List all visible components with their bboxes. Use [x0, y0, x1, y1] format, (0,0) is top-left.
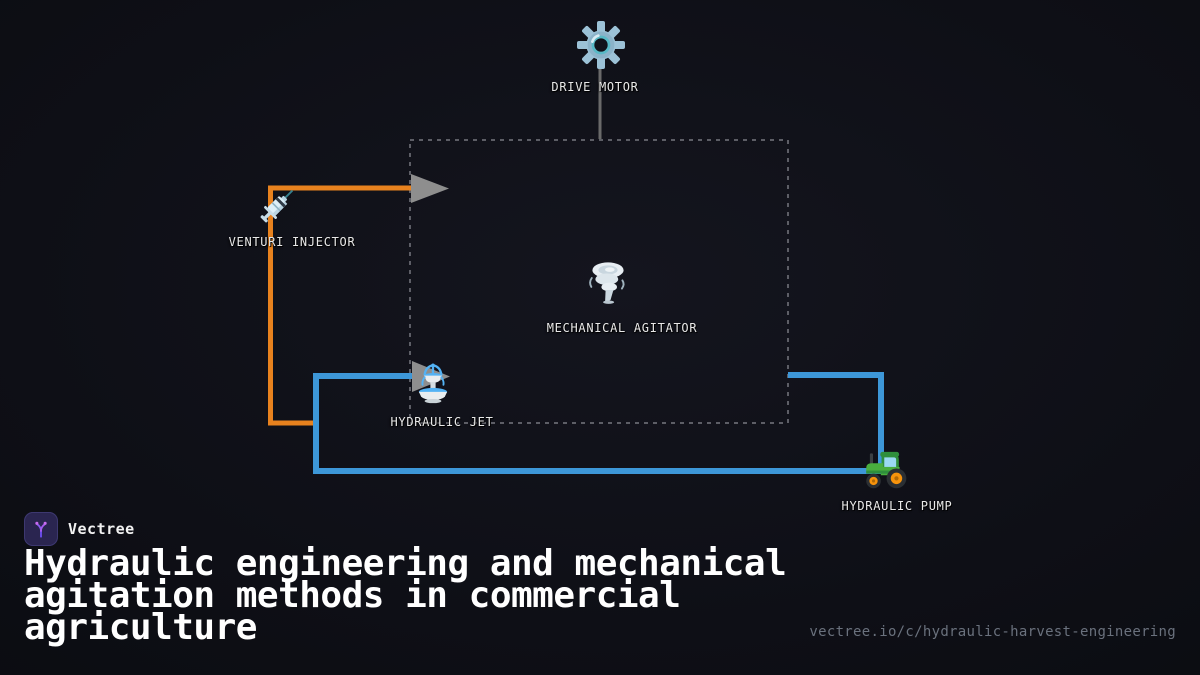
- page-title-line-3: agriculture: [24, 607, 257, 648]
- page-url: vectree.io/c/hydraulic-harvest-engineeri…: [809, 624, 1176, 640]
- tornado-icon: [589, 262, 625, 304]
- agitator-container-border: [409, 139, 789, 424]
- node-label-drive-motor: DRIVE MOTOR: [551, 80, 639, 94]
- node-mechanical-agitator: [584, 260, 632, 308]
- pump-flow-line: [313, 372, 884, 474]
- injector-flow-line: [268, 185, 411, 426]
- node-label-mechanical-agitator: MECHANICAL AGITATOR: [546, 321, 698, 335]
- node-label-venturi-injector: VENTURI INJECTOR: [228, 235, 356, 249]
- page-title-line-2: agitation methods in commercial: [24, 575, 681, 616]
- fountain-icon: [418, 363, 448, 404]
- node-drive-motor: [577, 21, 625, 69]
- tractor-icon: [866, 451, 907, 489]
- node-label-hydraulic-jet: HYDRAULIC JET: [390, 415, 494, 429]
- node-hydraulic-jet: [410, 360, 456, 406]
- node-hydraulic-pump: [860, 444, 910, 494]
- syringe-icon: [260, 189, 294, 223]
- page-title-line-1: Hydraulic engineering and mechanical: [24, 543, 787, 584]
- brand-name: Vectree: [68, 520, 135, 538]
- vectree-logo-icon: [35, 521, 47, 538]
- node-venturi-injector: [255, 182, 301, 228]
- injector-flow-arrow-icon: [411, 174, 449, 203]
- vectree-logo: [24, 512, 58, 546]
- page-title: Hydraulic engineering and mechanical agi…: [24, 543, 884, 648]
- gear-icon: [577, 21, 625, 69]
- node-label-hydraulic-pump: HYDRAULIC PUMP: [841, 499, 953, 513]
